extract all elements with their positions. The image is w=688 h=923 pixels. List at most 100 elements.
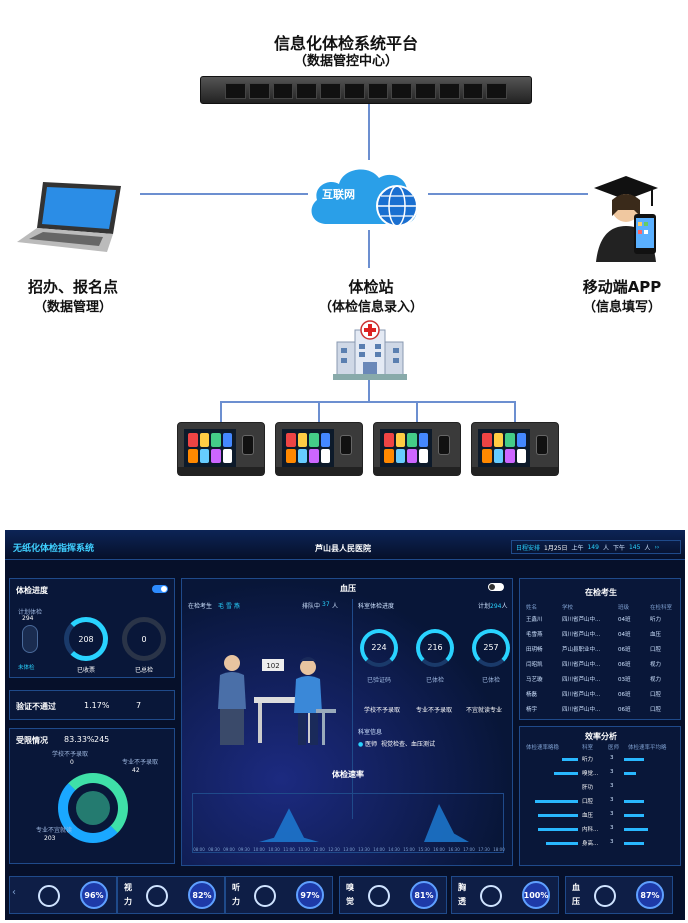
rate-tick-label: 15:30 — [418, 847, 430, 852]
eff-count: 3 — [610, 839, 614, 845]
am-label: 上午 — [571, 544, 584, 552]
chevron-right-icon[interactable]: ›› — [654, 543, 660, 551]
info-label: 科室信息 — [358, 729, 383, 736]
chevron-left-icon[interactable]: ‹ — [12, 887, 16, 898]
plan-value: 294 — [22, 615, 34, 622]
table-cell: 毛雪燕 — [526, 632, 543, 638]
exam-item-icon — [146, 885, 168, 907]
plan-label-text: 计划 — [478, 603, 491, 610]
bottom-item-percent: 97% — [296, 881, 324, 909]
bottom-item[interactable]: ‹96% — [9, 876, 117, 914]
table-cell: 06班 — [618, 647, 631, 653]
eff-dept: 血压 — [582, 813, 594, 819]
fail-pct: 1.17% — [84, 701, 110, 710]
gauge-1-label: 已验证码 — [366, 677, 391, 684]
eff-dept: 肝功 — [582, 785, 594, 791]
gauge-2-ring — [416, 629, 454, 667]
table-cell: 06班 — [618, 662, 631, 668]
queue-value: 37 — [322, 601, 330, 608]
eff-count: 3 — [610, 769, 614, 775]
table-cell: 口腔 — [650, 647, 662, 653]
legend-2-label: 专业不予录取 — [122, 759, 159, 766]
efficiency-title: 效率分析 — [585, 732, 617, 741]
am-count: 149 — [587, 543, 599, 551]
pm-count: 145 — [628, 543, 641, 551]
eff-right-bar — [624, 800, 644, 803]
exam-item-icon — [38, 885, 60, 907]
legend-1-label: 学校不予录取 — [52, 751, 89, 758]
rate-tick-label: 14:00 — [373, 847, 385, 852]
exam-terminal-device — [471, 422, 559, 476]
table-cell: 闫昭凯 — [526, 662, 543, 668]
table-cell: 马艺璇 — [526, 677, 543, 683]
table-cell: 听力 — [650, 617, 662, 623]
limited-pct: 83.33% — [64, 735, 95, 744]
rate-tick-label: 13:00 — [343, 847, 355, 852]
table-cell: 口腔 — [650, 707, 662, 713]
table-cell: 四川省芦山中... — [562, 677, 601, 683]
rate-tick-label: 11:30 — [298, 847, 310, 852]
rate-tick-label: 16:00 — [433, 847, 445, 852]
center-node-title: 体检站 — [348, 278, 394, 296]
table-cell: 四川省芦山中... — [562, 707, 601, 713]
limited-label: 受限情况 — [16, 736, 48, 745]
eff-count: 3 — [610, 825, 614, 831]
eff-count: 3 — [610, 783, 614, 789]
info-detail-text: 视觉检查、血压测试 — [381, 741, 436, 748]
info-dot-icon: ● — [358, 741, 366, 748]
legend-3-label: 专业不宜就读 — [36, 827, 73, 834]
table-header: 班级 — [618, 605, 630, 611]
student-phone-icon — [594, 176, 658, 262]
connector-line — [368, 380, 370, 402]
eff-left-bar — [537, 814, 578, 817]
plan-label: 计划体检 — [18, 609, 43, 616]
eff-count: 3 — [610, 797, 614, 803]
platform-title: 信息化体检系统平台 — [273, 34, 418, 53]
eff-left-bar — [537, 828, 578, 831]
table-header: 在检科室 — [650, 605, 673, 611]
table-cell: 06班 — [618, 707, 631, 713]
rate-tick-label: 10:30 — [268, 847, 280, 852]
center-panel: 血压 在检考生 毛 雪 燕 排队中 37 人 102 科室体检进度 计划294人… — [181, 578, 513, 866]
eff-left-bar — [561, 758, 578, 761]
current-exams-panel: 在检考生 姓名学校班级在检科室王鑫川四川省芦山中...04班听力毛雪燕四川省芦山… — [519, 578, 681, 720]
queue-label: 排队中 — [302, 603, 321, 610]
center-toggle[interactable] — [488, 583, 504, 591]
received-ring — [64, 617, 108, 661]
eff-right-bar — [624, 814, 644, 817]
connector-line — [220, 401, 516, 403]
exam-item-icon — [254, 885, 276, 907]
exam-terminal-device — [177, 422, 265, 476]
hospital-name: 芦山县人民医院 — [315, 544, 371, 553]
rate-tick-label: 17:00 — [463, 847, 475, 852]
eff-count: 3 — [610, 811, 614, 817]
eff-dept: 口腔 — [582, 799, 594, 805]
connector-line — [220, 401, 222, 423]
progress-toggle[interactable] — [152, 585, 168, 593]
table-cell: 06班 — [618, 692, 631, 698]
app-title: 无纸化体检指挥系统 — [13, 544, 95, 554]
rate-tick-label: 14:30 — [388, 847, 400, 852]
info-item: ● 医师 视觉检查、血压测试 — [358, 739, 435, 748]
laptop-icon — [17, 182, 121, 252]
bottom-item-percent: 100% — [522, 881, 550, 909]
rate-tick-label: 09:00 — [223, 847, 235, 852]
connector-line — [318, 401, 320, 423]
connector-line — [514, 401, 516, 423]
exam-item-icon — [594, 885, 616, 907]
plan-text: 计划294人 — [478, 601, 507, 610]
rate-area — [193, 804, 505, 842]
received-value: 208 — [78, 635, 94, 644]
fail-panel: 验证不通过 1.17% 7 — [9, 690, 175, 720]
rate-tick-label: 13:30 — [358, 847, 370, 852]
right-node-subtitle: （信息填写） — [582, 300, 661, 315]
rate-tick-label: 15:00 — [403, 847, 415, 852]
dept-label: 科室体检进度 — [358, 603, 395, 610]
rate-tick-label: 18:00 — [493, 847, 505, 852]
